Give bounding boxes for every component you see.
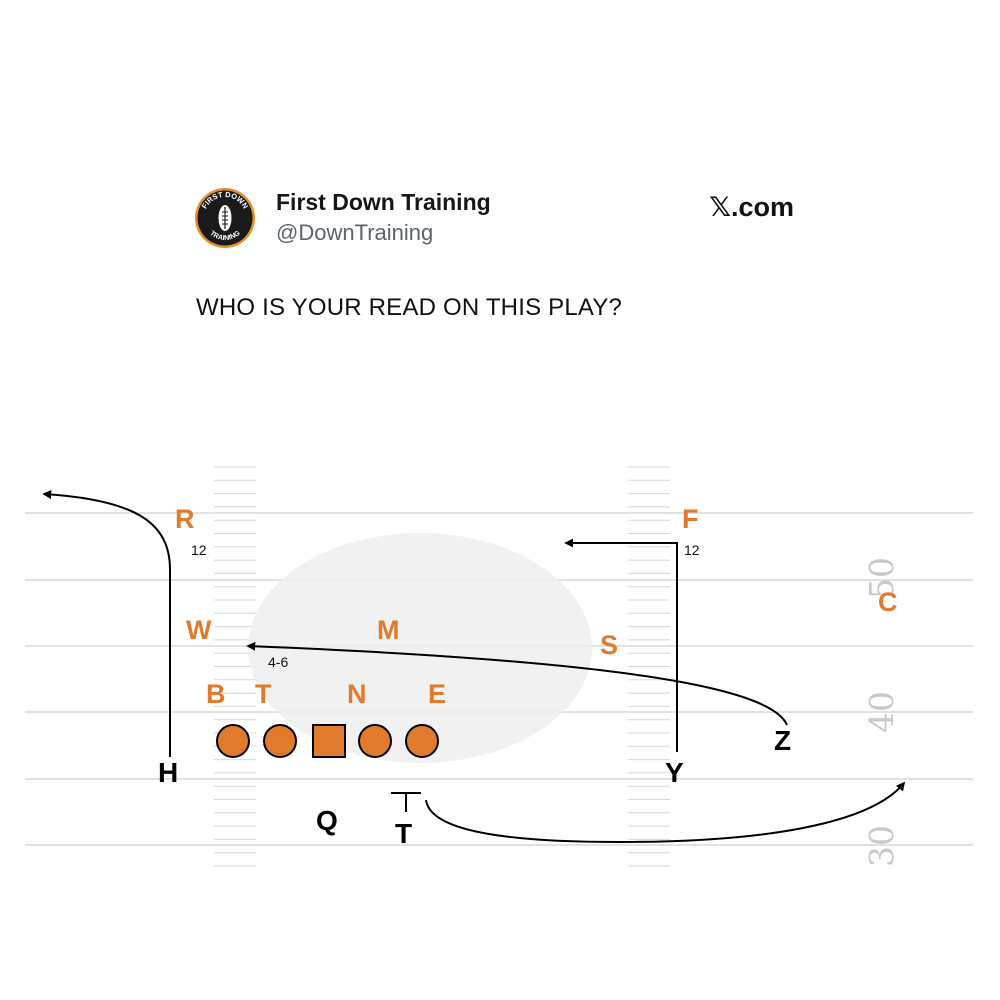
lineman-left-guard [263, 724, 297, 758]
account-name[interactable]: First Down Training [276, 189, 491, 215]
route-depth-z: 4-6 [268, 654, 288, 670]
post-text: WHO IS YOUR READ ON THIS PLAY? [196, 294, 623, 321]
route-depth-y: 12 [684, 542, 700, 558]
t-block [391, 792, 421, 812]
lineman-right-guard [358, 724, 392, 758]
routes [42, 489, 906, 844]
hash-marks-left [214, 466, 256, 867]
defender-s: S [600, 630, 618, 660]
tweet-header: FIRST DOWN TRAINING First Down Training … [194, 183, 804, 253]
defender-b: B [206, 679, 226, 709]
lineman-center [312, 724, 346, 758]
defender-t: T [255, 679, 272, 709]
yard-number-50: 50 [862, 557, 901, 599]
yard-number-40: 40 [862, 691, 901, 733]
offense-t: T [395, 818, 412, 849]
z-route [246, 641, 788, 726]
defender-e: E [428, 679, 446, 709]
yard-numbers: 50 40 30 [862, 557, 901, 867]
route-depth-h: 12 [191, 542, 207, 558]
offense-y: Y [665, 757, 684, 788]
yard-number-30: 30 [862, 825, 901, 867]
first-down-training-logo[interactable]: FIRST DOWN TRAINING [194, 187, 256, 249]
defender-r: R [175, 504, 195, 534]
offense-z: Z [774, 725, 791, 756]
defender-n: N [347, 679, 367, 709]
lineman-right-tackle [405, 724, 439, 758]
y-route [564, 538, 678, 752]
defender-w: W [186, 615, 212, 645]
defender-c: C [878, 587, 898, 617]
offense-q: Q [316, 805, 338, 836]
lineman-left-tackle [216, 724, 250, 758]
t-route [425, 781, 906, 844]
football-watermark [248, 533, 592, 763]
offensive-line [216, 724, 439, 758]
offense: H Y Z Q T [158, 725, 791, 849]
offense-h: H [158, 757, 178, 788]
defender-m: M [377, 615, 400, 645]
h-route [42, 489, 171, 757]
x-brand-label: 𝕏.com [709, 192, 794, 222]
play-diagram: 50 40 30 12 12 4-6 R F C W M S B T N E H [25, 466, 973, 867]
defense: R F C W M S B T N E [175, 504, 898, 709]
hash-marks-right [628, 466, 670, 867]
defender-f: F [682, 504, 699, 534]
account-handle[interactable]: @DownTraining [276, 220, 434, 245]
